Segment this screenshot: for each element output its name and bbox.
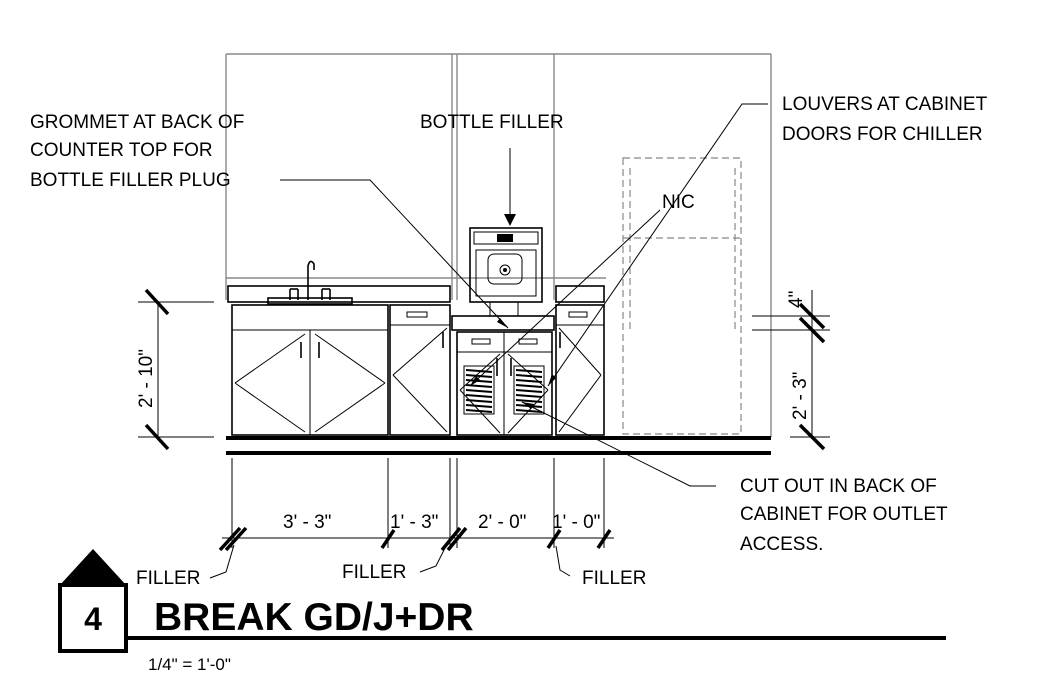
louver-slat <box>465 389 493 393</box>
floor-lines <box>226 436 771 455</box>
four-inch-dim: 4" <box>786 291 807 308</box>
louver-slat <box>465 384 493 388</box>
filler-label-3: FILLER <box>582 568 646 589</box>
sink-faucet <box>267 260 353 305</box>
louvers-note-line-1: LOUVERS AT CABINET <box>782 94 988 115</box>
width-dim-2: 1' - 3" <box>390 512 438 533</box>
louver-slat <box>515 399 543 403</box>
louver-slat <box>465 379 493 383</box>
width-dim-1: 3' - 3" <box>283 512 331 533</box>
view-title: BREAK GD/J+DR <box>154 596 474 639</box>
width-dim-3: 2' - 0" <box>478 512 526 533</box>
bottle-filler-unit <box>469 227 543 317</box>
louver-slat <box>515 389 543 393</box>
lower-height-dim: 2' - 3" <box>790 372 811 420</box>
view-marker-triangle <box>60 549 126 585</box>
louver-slat <box>465 369 493 373</box>
louver-slat <box>465 404 493 408</box>
filler-labels: FILLER FILLER FILLER <box>136 562 646 589</box>
view-number: 4 <box>84 601 102 637</box>
grommet-note-line-1: GROMMET AT BACK OF <box>30 112 244 133</box>
grommet-note-line-2: COUNTER TOP FOR <box>30 140 213 161</box>
louver-slat <box>465 409 493 413</box>
filler-label-2: FILLER <box>342 562 406 583</box>
louver-slat <box>515 374 543 378</box>
bottle-filler-note: BOTTLE FILLER <box>420 112 564 133</box>
title-block: 4 BREAK GD/J+DR 1/4" = 1'-0" <box>58 549 946 674</box>
cutout-note-line-3: ACCESS. <box>740 534 823 555</box>
louver-slat <box>515 394 543 398</box>
dimension-lines <box>138 288 830 552</box>
cutout-note-line-2: CABINET FOR OUTLET <box>740 504 948 525</box>
base-cabinets <box>231 304 605 436</box>
louver-slat <box>465 374 493 378</box>
louver-slat <box>515 369 543 373</box>
nic-note: NIC <box>662 192 695 213</box>
louver-slat <box>515 379 543 383</box>
wall-lines <box>225 53 772 437</box>
counter-height-dim: 2' - 10" <box>136 349 157 408</box>
filler-label-1: FILLER <box>136 568 200 589</box>
grommet-note-line-3: BOTTLE FILLER PLUG <box>30 170 231 191</box>
louvers-note-line-2: DOORS FOR CHILLER <box>782 124 983 145</box>
louver-slat <box>515 409 543 413</box>
nic-refrigerator <box>622 157 742 435</box>
view-scale: 1/4" = 1'-0" <box>148 655 231 674</box>
leader-lines <box>209 103 768 579</box>
countertops <box>227 285 605 331</box>
annotation-notes: GROMMET AT BACK OF COUNTER TOP FOR BOTTL… <box>30 94 988 555</box>
louver-slat <box>465 399 493 403</box>
width-dim-4: 1' - 0" <box>552 512 600 533</box>
louver-slat <box>465 394 493 398</box>
louver-slat <box>515 384 543 388</box>
louvers <box>463 365 545 415</box>
cutout-note-line-1: CUT OUT IN BACK OF <box>740 476 937 497</box>
dimension-text: 2' - 10" 2' - 3" 4" 3' - 3" 1' - 3" 2' -… <box>136 291 811 533</box>
view-number-box <box>58 583 128 653</box>
